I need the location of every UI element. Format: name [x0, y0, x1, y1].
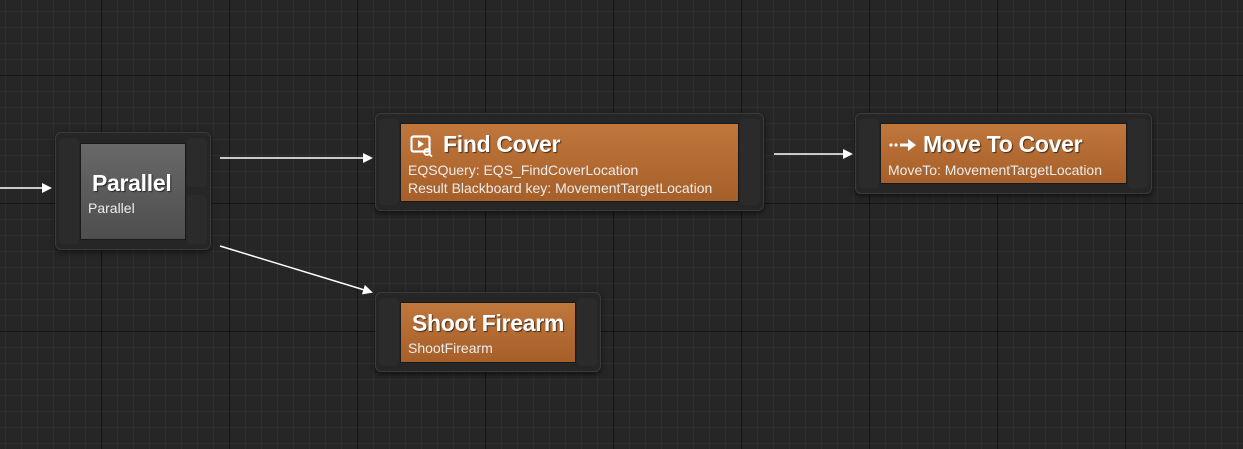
find-cover-node[interactable]: Find Cover EQSQuery: EQS_FindCoverLocati… — [375, 113, 764, 211]
parallel-output-pin-top[interactable] — [187, 138, 207, 187]
shoot-firearm-output-pin[interactable] — [577, 298, 597, 366]
shoot-firearm-node-title: Shoot Firearm — [412, 310, 565, 336]
move-to-cover-input-pin[interactable] — [859, 119, 879, 188]
parallel-node[interactable]: Parallel Parallel — [55, 132, 211, 250]
find-cover-node-title: Find Cover — [443, 131, 561, 157]
move-to-arrow-icon — [889, 139, 916, 151]
shoot-firearm-input-pin[interactable] — [379, 298, 399, 366]
eqs-query-icon — [410, 135, 433, 157]
shoot-firearm-task-text: ShootFirearm — [408, 340, 493, 356]
move-to-cover-node[interactable]: Move To Cover MoveTo: MovementTargetLoca… — [855, 113, 1152, 194]
move-to-cover-node-body: Move To Cover MoveTo: MovementTargetLoca… — [880, 123, 1127, 184]
move-to-cover-node-title: Move To Cover — [923, 131, 1083, 157]
find-cover-input-pin[interactable] — [379, 119, 399, 205]
move-to-cover-target-text: MoveTo: MovementTargetLocation — [888, 162, 1102, 178]
wire-parallel-to-shoot-firearm[interactable] — [219, 245, 373, 295]
find-cover-blackboard-key-text: Result Blackboard key: MovementTargetLoc… — [408, 180, 713, 196]
parallel-node-body: Parallel Parallel — [80, 143, 186, 240]
find-cover-eqs-query-text: EQSQuery: EQS_FindCoverLocation — [408, 162, 639, 178]
shoot-firearm-node-body: Shoot Firearm ShootFirearm — [400, 302, 576, 363]
move-to-cover-output-pin[interactable] — [1128, 119, 1148, 188]
parallel-input-pin[interactable] — [59, 138, 79, 244]
parallel-node-title: Parallel — [92, 170, 172, 196]
parallel-node-subtitle: Parallel — [88, 200, 135, 216]
parallel-output-pin-bottom[interactable] — [187, 195, 207, 244]
find-cover-node-body: Find Cover EQSQuery: EQS_FindCoverLocati… — [400, 123, 739, 202]
find-cover-output-pin[interactable] — [740, 119, 760, 205]
shoot-firearm-node[interactable]: Shoot Firearm ShootFirearm — [375, 292, 601, 372]
